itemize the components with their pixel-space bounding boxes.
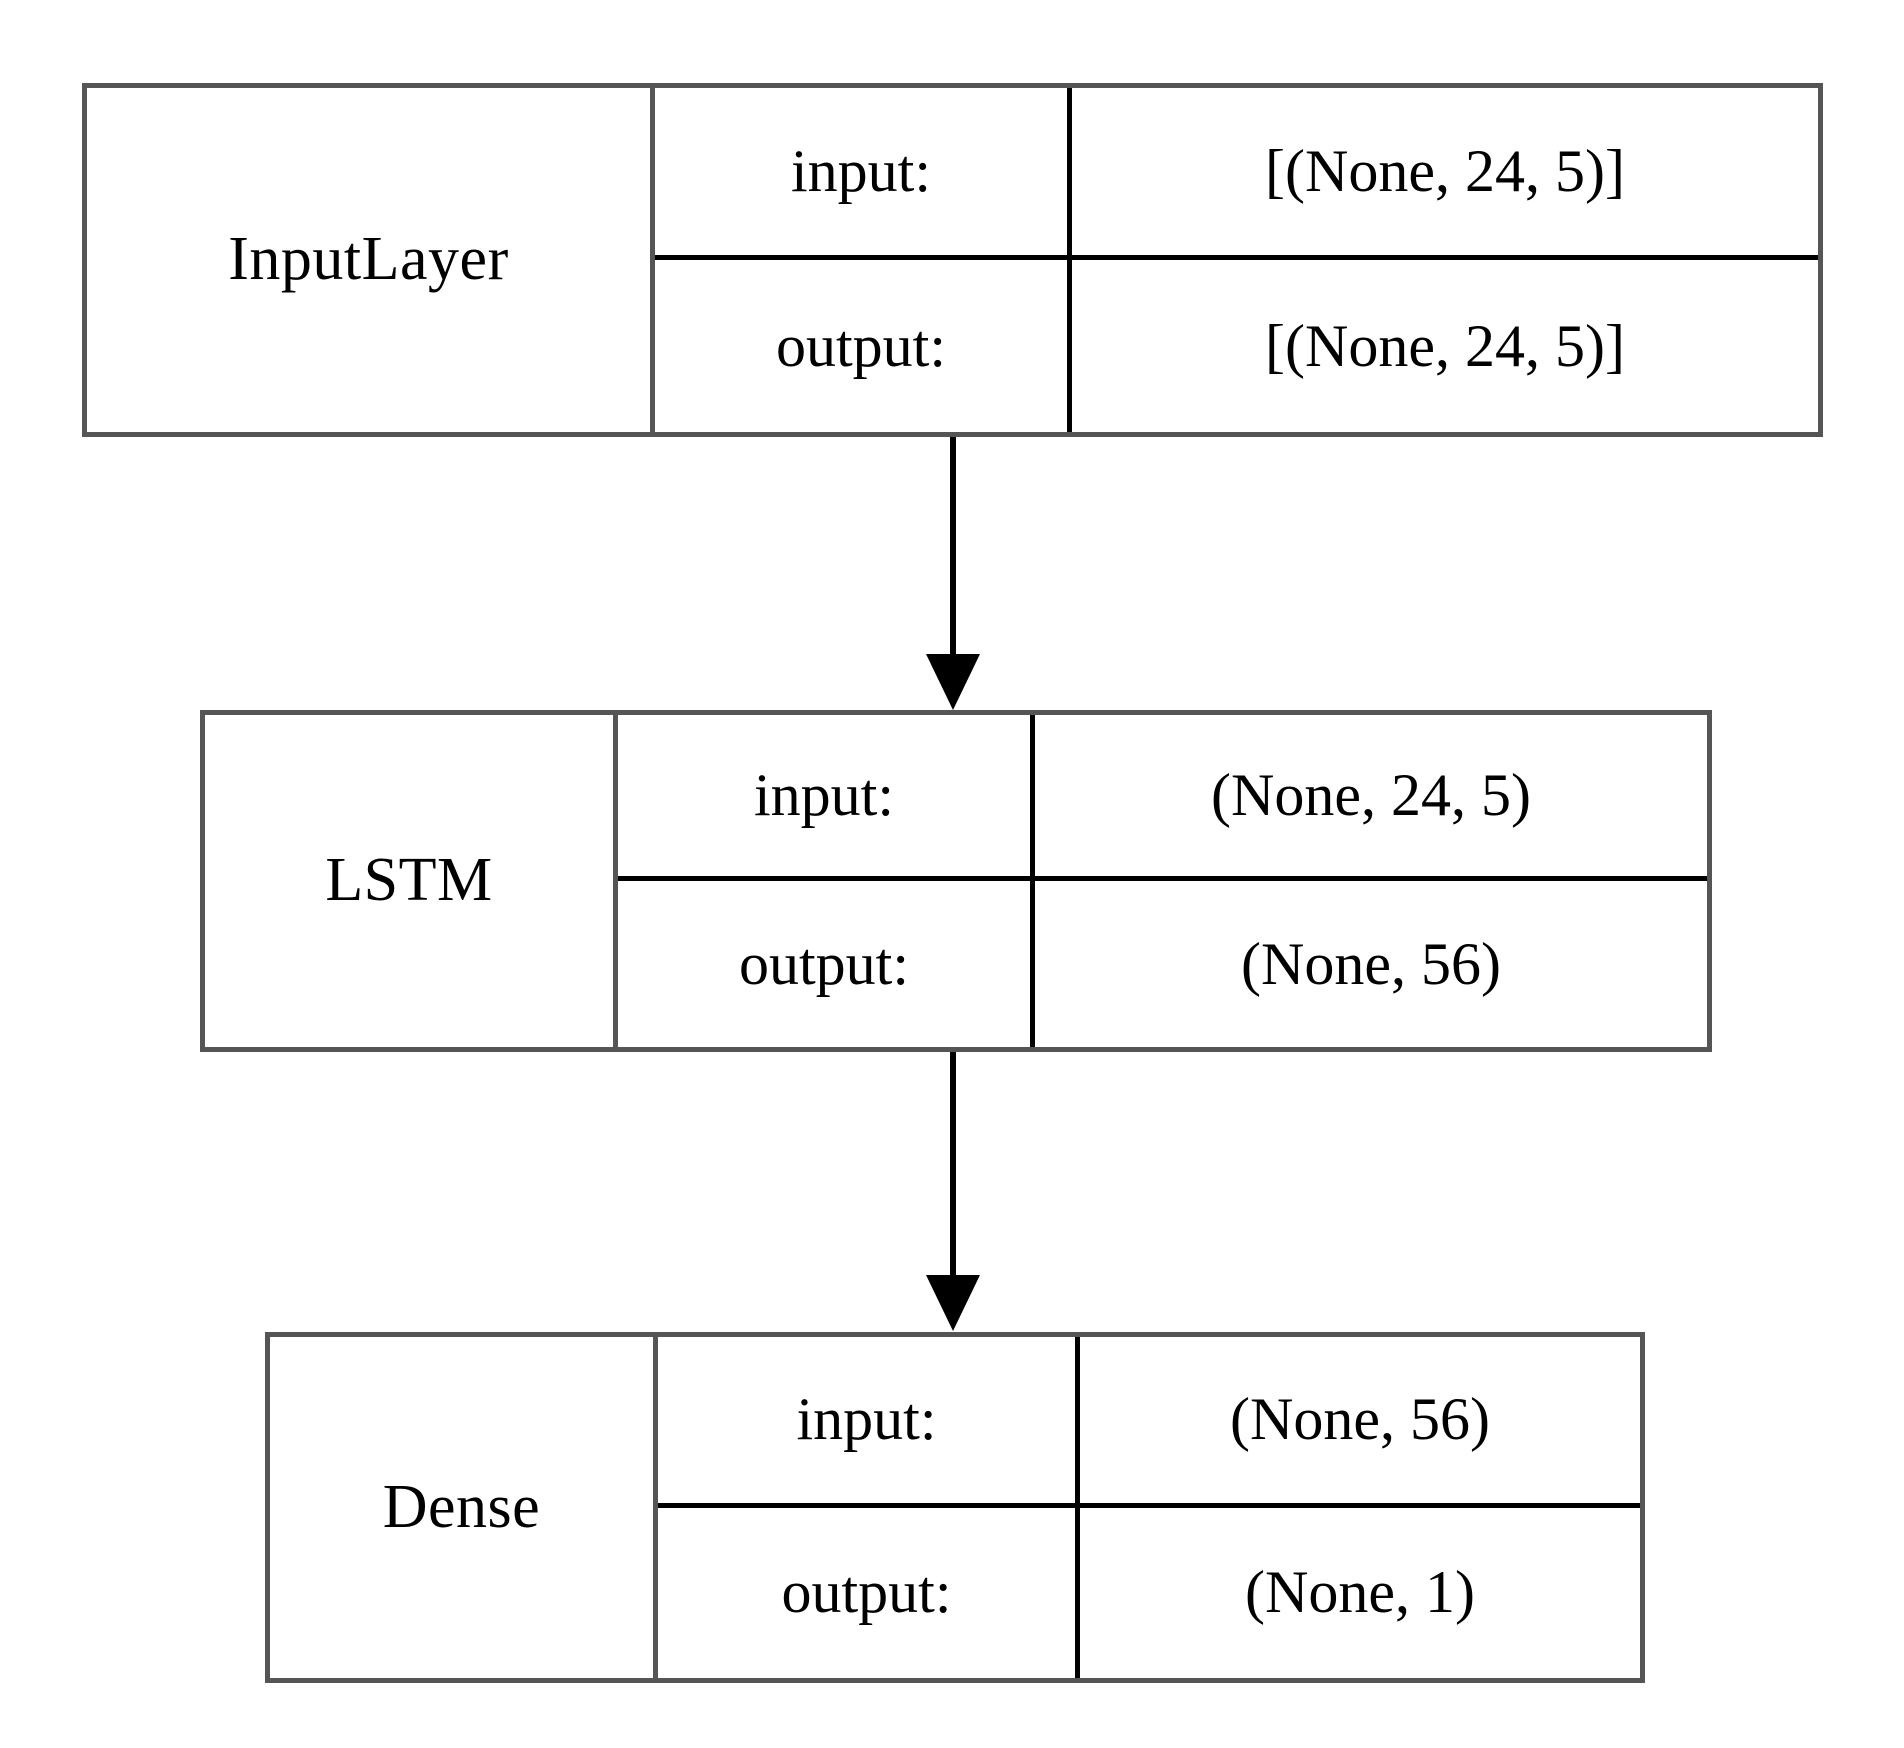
layer-output-row-lstm: output: (None, 56)	[618, 881, 1707, 1047]
layer-input-row-lstm: input: (None, 24, 5)	[618, 715, 1707, 881]
arrowhead-input-layer-to-lstm	[926, 654, 980, 710]
arrowhead-lstm-to-dense	[926, 1275, 980, 1331]
layer-input-shape-lstm: (None, 24, 5)	[1211, 762, 1531, 828]
edge-line-lstm-to-dense	[950, 1052, 956, 1278]
layer-name-dense: Dense	[382, 1472, 541, 1541]
layer-name-cell-lstm: LSTM	[205, 715, 618, 1047]
layer-output-row-input-layer: output: [(None, 24, 5)]	[655, 260, 1818, 432]
layer-input-value-cell-dense: (None, 56)	[1080, 1337, 1640, 1503]
layer-output-value-cell-input-layer: [(None, 24, 5)]	[1072, 260, 1818, 432]
layer-input-key-lstm: input:	[753, 762, 894, 828]
layer-output-value-cell-lstm: (None, 56)	[1035, 881, 1707, 1047]
layer-output-shape-input-layer: [(None, 24, 5)]	[1265, 312, 1625, 379]
layer-output-key-lstm: output:	[738, 930, 909, 997]
edge-input-layer-to-lstm	[926, 437, 1004, 710]
layer-input-value-cell-lstm: (None, 24, 5)	[1035, 715, 1707, 876]
layer-input-value-cell-input-layer: [(None, 24, 5)]	[1072, 88, 1818, 255]
layer-input-row-input-layer: input: [(None, 24, 5)]	[655, 88, 1818, 260]
layer-node-input-layer[interactable]: InputLayer input: [(None, 24, 5)] output…	[82, 83, 1823, 437]
layer-name-input-layer: InputLayer	[228, 225, 509, 294]
layer-input-shape-input-layer: [(None, 24, 5)]	[1265, 138, 1625, 204]
edge-line-input-layer-to-lstm	[950, 437, 956, 657]
edge-lstm-to-dense	[926, 1052, 1004, 1332]
layer-input-key-input-layer: input:	[790, 138, 931, 204]
layer-output-key-input-layer: output:	[775, 312, 946, 379]
layer-output-key-cell-lstm: output:	[618, 881, 1035, 1047]
layer-input-row-dense: input: (None, 56)	[658, 1337, 1640, 1508]
layer-output-row-dense: output: (None, 1)	[658, 1507, 1640, 1678]
layer-node-lstm[interactable]: LSTM input: (None, 24, 5) output: (None,…	[200, 710, 1712, 1052]
layer-node-dense[interactable]: Dense input: (None, 56) output: (None, 1…	[265, 1332, 1645, 1683]
layer-output-value-cell-dense: (None, 1)	[1080, 1507, 1640, 1678]
layer-name-lstm: LSTM	[325, 846, 493, 915]
layer-output-key-cell-dense: output:	[658, 1507, 1080, 1678]
layer-output-key-cell-input-layer: output:	[655, 260, 1072, 432]
layer-input-key-cell-input-layer: input:	[655, 88, 1072, 255]
layer-input-key-cell-lstm: input:	[618, 715, 1035, 876]
layer-input-shape-dense: (None, 56)	[1230, 1386, 1490, 1453]
layer-name-cell-dense: Dense	[270, 1337, 658, 1678]
layer-input-key-cell-dense: input:	[658, 1337, 1080, 1503]
layer-io-table-lstm: input: (None, 24, 5) output: (None, 56)	[618, 715, 1707, 1047]
layer-name-cell-input-layer: InputLayer	[87, 88, 655, 432]
layer-input-key-dense: input:	[796, 1386, 937, 1453]
layer-io-table-dense: input: (None, 56) output: (None, 1)	[658, 1337, 1640, 1678]
layer-output-key-dense: output:	[781, 1559, 952, 1626]
layer-output-shape-lstm: (None, 56)	[1241, 930, 1501, 997]
layer-output-shape-dense: (None, 1)	[1245, 1559, 1475, 1626]
layer-io-table-input-layer: input: [(None, 24, 5)] output: [(None, 2…	[655, 88, 1818, 432]
